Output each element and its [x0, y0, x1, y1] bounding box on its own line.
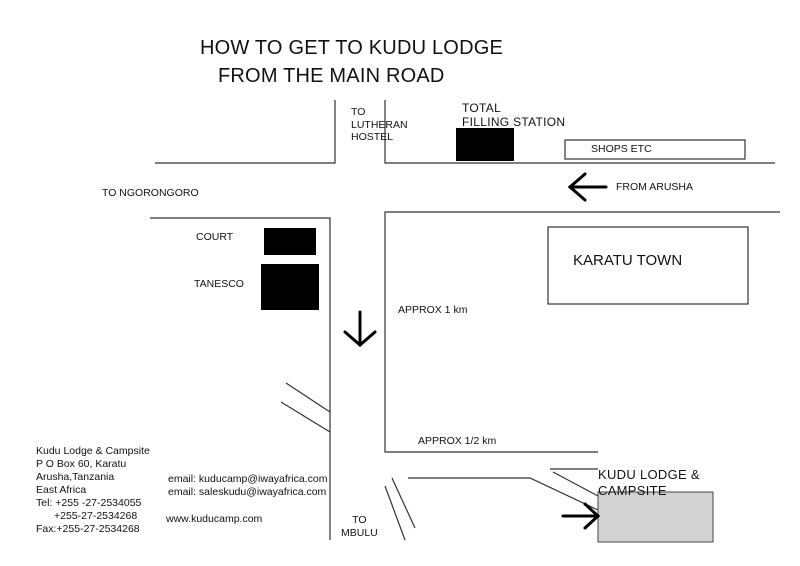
- side-road-b: [280, 401, 331, 433]
- label-to-ngorongoro: TO NGORONGORO: [102, 187, 199, 199]
- total-filling-station-building: [456, 128, 514, 161]
- label-approx-1km: APPROX 1 km: [398, 304, 468, 316]
- shops-box: [564, 139, 746, 160]
- contact-block: Kudu Lodge & Campsite P O Box 60, Karatu…: [36, 445, 150, 536]
- contact-website: www.kuducamp.com: [166, 513, 263, 525]
- karatu-town-box: [547, 226, 749, 305]
- label-tanesco: TANESCO: [194, 278, 244, 290]
- mbulu-road-b: [391, 477, 416, 529]
- mbulu-road-a: [384, 485, 406, 541]
- lodge-access-road-c: [552, 471, 599, 497]
- contact-fax: Fax:+255-27-2534268: [36, 523, 140, 535]
- contact-region: East Africa: [36, 484, 87, 496]
- court-building: [264, 228, 316, 255]
- label-total-filling-station: TOTAL FILLING STATION: [462, 101, 566, 130]
- contact-name: Kudu Lodge & Campsite: [36, 445, 150, 457]
- label-court: COURT: [196, 231, 234, 243]
- road-main-lower-right: [384, 211, 780, 453]
- arrow-left-icon: [567, 172, 608, 202]
- arrow-right-icon: [561, 502, 601, 530]
- road-main-lower-left: [150, 217, 331, 540]
- label-from-arusha: FROM ARUSHA: [616, 181, 694, 193]
- label-approx-half-km: APPROX 1/2 km: [418, 435, 497, 447]
- road-main-upper: [155, 100, 336, 164]
- contact-email2: email: saleskudu@iwayafrica.com: [168, 486, 327, 498]
- kudu-lodge-building: [597, 491, 714, 543]
- road-main-upper-right: [384, 100, 775, 164]
- contact-city: Arusha,Tanzania: [36, 471, 115, 483]
- contact-tel2: +255-27-2534268: [54, 510, 138, 522]
- page-title-line2: FROM THE MAIN ROAD: [218, 65, 445, 87]
- label-karatu-town: KARATU TOWN: [573, 252, 683, 269]
- tanesco-building: [261, 264, 319, 310]
- arrow-down-icon: [343, 310, 377, 347]
- contact-pobox: P O Box 60, Karatu: [36, 458, 127, 470]
- label-to-lutheran-hostel: TO LUTHERAN HOSTEL: [351, 106, 408, 144]
- contact-tel1: Tel: +255 -27-2534055: [36, 497, 142, 509]
- label-kudu-lodge: KUDU LODGE & CAMPSITE: [598, 467, 700, 498]
- page-title-line1: HOW TO GET TO KUDU LODGE: [200, 37, 504, 59]
- label-to-mbulu: TO MBULU: [341, 514, 378, 539]
- side-road-a: [285, 382, 331, 413]
- contact-email1: email: kuducamp@iwayafrica.com: [168, 473, 328, 485]
- lodge-access-road-a: [408, 477, 599, 511]
- label-shops-etc: SHOPS ETC: [591, 143, 652, 155]
